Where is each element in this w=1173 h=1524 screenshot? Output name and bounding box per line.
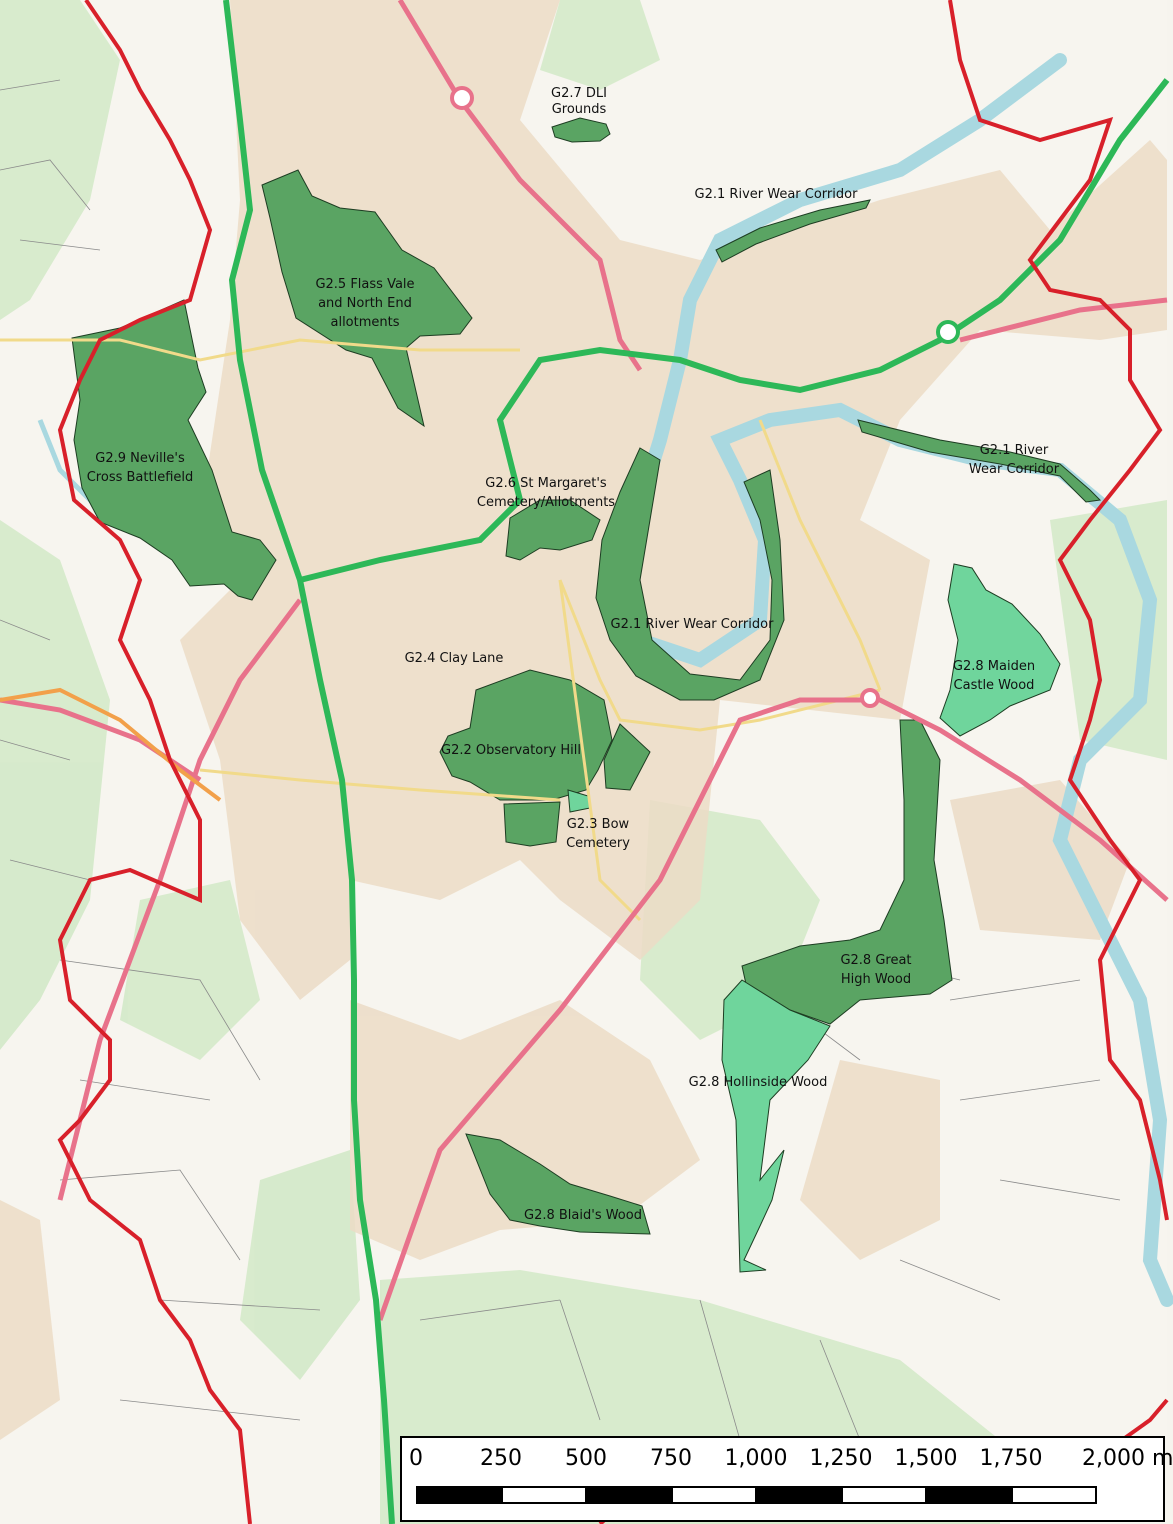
area-observatory-east <box>603 723 651 791</box>
area-st-margarets <box>505 499 601 561</box>
label-clay-lane: G2.4 Clay Lane <box>405 651 504 666</box>
scale-bar: 0 250 500 750 1,000 1,250 1,500 1,750 2,… <box>400 1436 1173 1522</box>
trunk-roads <box>223 0 1170 1524</box>
area-flass-vale <box>261 169 473 428</box>
label-observatory: G2.2 Observatory Hill <box>441 743 581 758</box>
area-wear-north <box>715 199 871 263</box>
scale-tick: 2,000 m <box>1082 1446 1173 1471</box>
label-blaids: G2.8 Blaid's Wood <box>524 1208 642 1223</box>
scale-tick: 1,250 <box>809 1446 873 1471</box>
scale-segment <box>926 1486 1012 1504</box>
label-hollinside: G2.8 Hollinside Wood <box>689 1075 828 1090</box>
label-wear-center: G2.1 River Wear Corridor <box>611 617 775 632</box>
built-up-areas <box>0 0 1167 1440</box>
green-infrastructure-areas <box>71 117 1102 1235</box>
scale-tick: 0 <box>409 1446 423 1471</box>
area-maiden-castle <box>939 563 1061 737</box>
area-wear-center <box>595 447 785 701</box>
area-dli-grounds <box>551 117 611 143</box>
area-nevilles-cross <box>71 299 277 601</box>
scale-segment <box>501 1486 587 1504</box>
light-green-infrastructure-areas <box>567 563 1061 1273</box>
roundabout-green <box>936 320 960 344</box>
field-boundaries <box>0 79 1121 1441</box>
area-blaids-wood <box>465 1133 651 1235</box>
b-road-west <box>0 687 222 802</box>
area-hollinside-wood <box>721 979 831 1273</box>
roundabouts <box>450 86 880 708</box>
scale-segment <box>756 1486 842 1504</box>
scale-tick: 1,500 <box>894 1446 958 1471</box>
area-wear-east <box>857 419 1102 503</box>
scale-tick: 500 <box>565 1446 607 1471</box>
area-great-high-wood <box>741 719 953 1025</box>
river-wear <box>612 53 1173 1307</box>
scale-segment <box>1011 1486 1097 1504</box>
area-observatory-south <box>503 801 561 847</box>
scale-segment <box>586 1486 672 1504</box>
scale-segment <box>841 1486 927 1504</box>
label-wear-north: G2.1 River Wear Corridor <box>695 187 859 202</box>
scale-segment <box>416 1486 502 1504</box>
minor-roads <box>0 338 882 922</box>
scale-segment <box>671 1486 757 1504</box>
scale-tick: 250 <box>480 1446 522 1471</box>
a-roads <box>0 0 1169 1321</box>
scale-tick: 750 <box>650 1446 692 1471</box>
scale-tick: 1,750 <box>979 1446 1043 1471</box>
scale-tick: 1,000 <box>724 1446 788 1471</box>
